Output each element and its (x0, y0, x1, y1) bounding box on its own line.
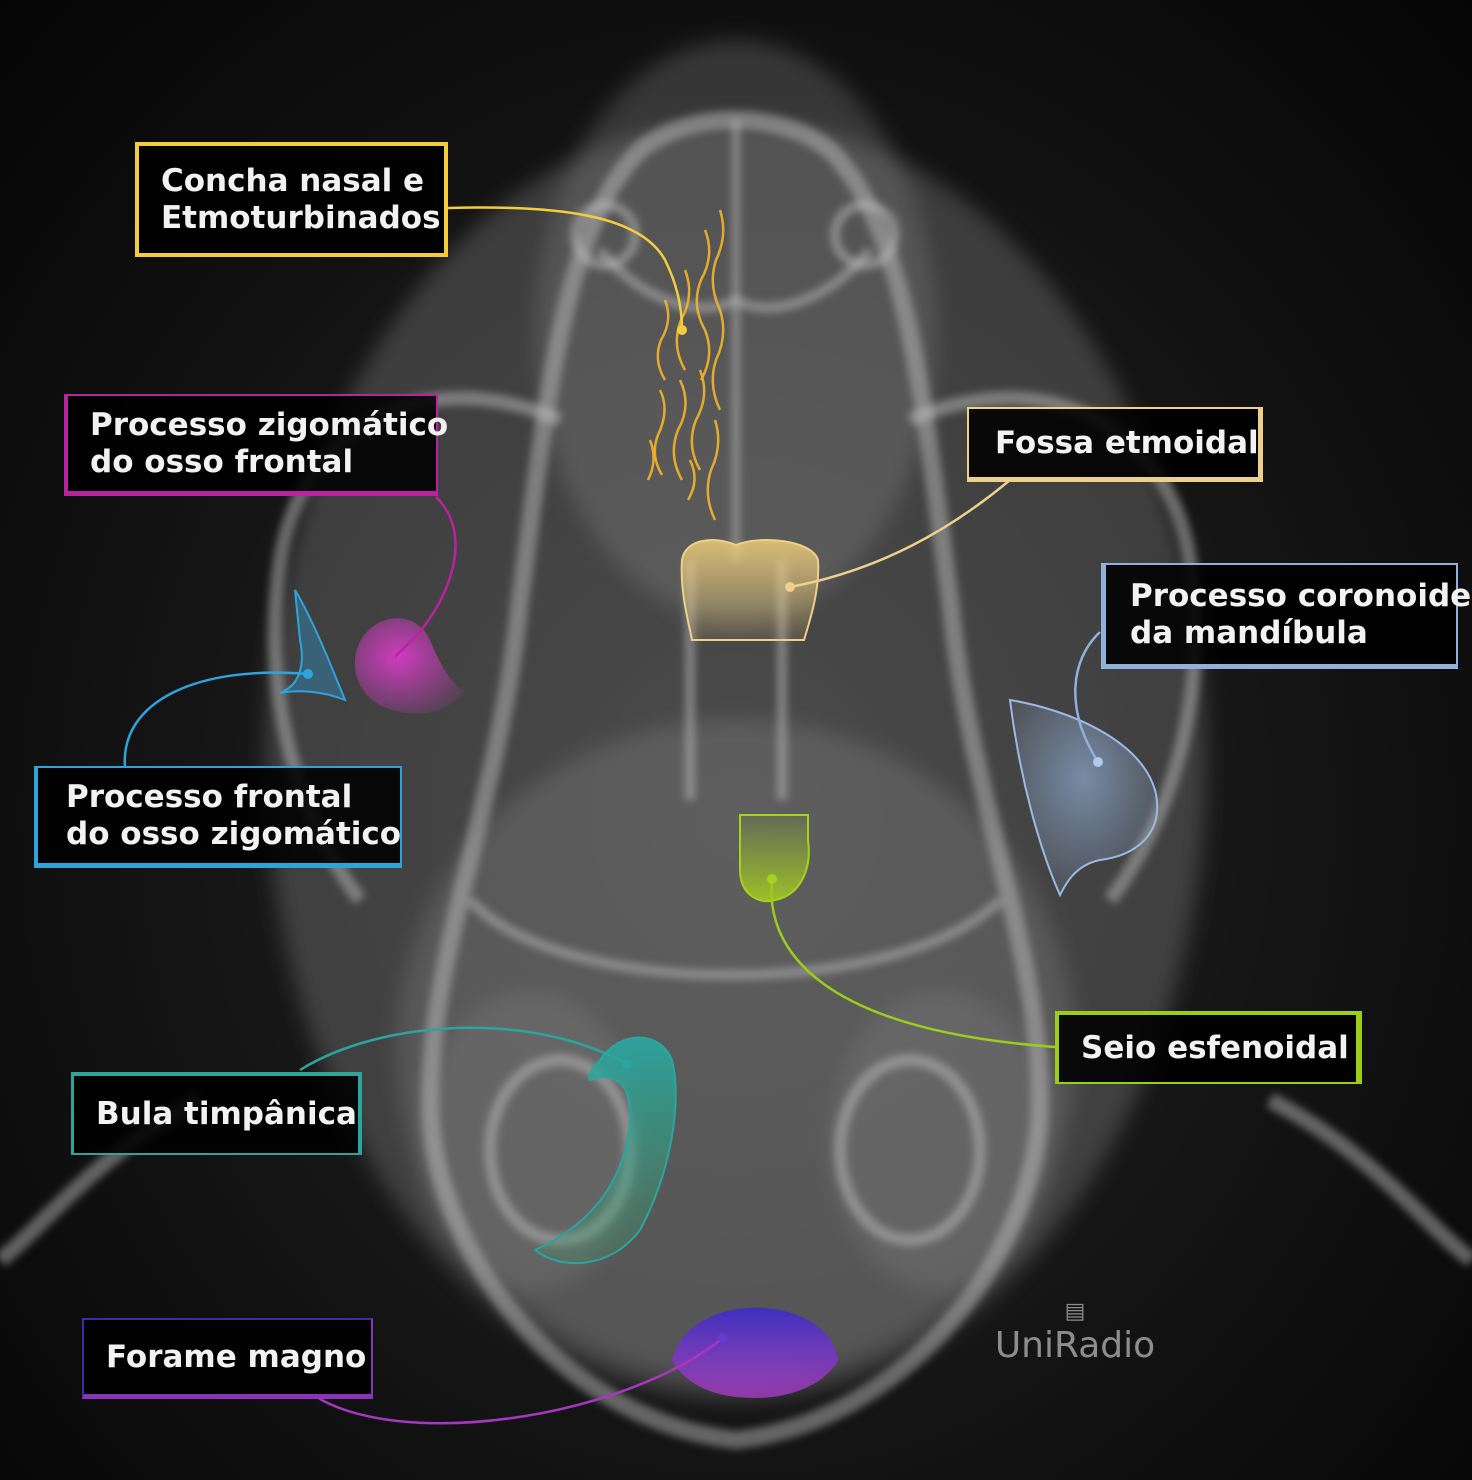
label-concha-nasal-line1: Concha nasal e (161, 163, 422, 200)
label-processo-zigomatico-frontal-line1: Processo zigomático (90, 407, 414, 444)
uniradio-logo-text: UniRadio (985, 1324, 1165, 1368)
label-processo-zigomatico-frontal-line2: do osso frontal (90, 444, 414, 481)
label-processo-coronoide-line1: Processo coronoide (1130, 578, 1434, 615)
label-processo-zigomatico-frontal: Processo zigomático do osso frontal (64, 394, 438, 496)
label-processo-frontal-zigomatico-line2: do osso zigomático (66, 816, 378, 853)
label-concha-nasal: Concha nasal e Etmoturbinados (135, 142, 448, 257)
label-processo-frontal-zigomatico: Processo frontal do osso zigomático (34, 766, 402, 868)
label-concha-nasal-line2: Etmoturbinados (161, 200, 422, 237)
label-processo-coronoide: Processo coronoide da mandíbula (1101, 563, 1458, 669)
label-seio-esfenoidal-text: Seio esfenoidal (1081, 1030, 1334, 1067)
label-seio-esfenoidal: Seio esfenoidal (1055, 1011, 1362, 1084)
label-forame-magno-text: Forame magno (106, 1339, 349, 1376)
label-processo-frontal-zigomatico-line1: Processo frontal (66, 779, 378, 816)
label-bula-timpanica-text: Bula timpânica (96, 1096, 336, 1133)
uniradio-logo: ▤ UniRadio (985, 1300, 1165, 1368)
label-fossa-etmoidal-text: Fossa etmoidal (995, 425, 1236, 462)
fossa-etmoidal-region (682, 540, 819, 640)
monitor-logo-icon: ▤ (985, 1300, 1165, 1324)
label-fossa-etmoidal: Fossa etmoidal (967, 407, 1263, 482)
label-processo-coronoide-line2: da mandíbula (1130, 615, 1434, 652)
label-bula-timpanica: Bula timpânica (71, 1072, 362, 1155)
label-forame-magno: Forame magno (82, 1318, 373, 1399)
